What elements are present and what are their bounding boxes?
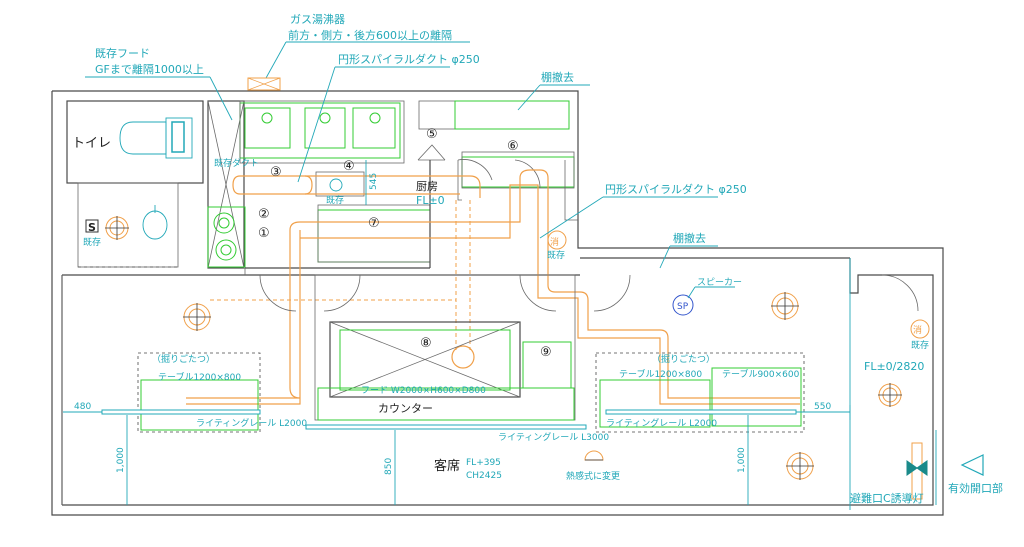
counter-label: カウンター [378,402,433,415]
table-right-1: テーブル1200×800 [619,368,702,380]
kitchen-fl: FL±0 [416,194,445,207]
kitchen-label: 厨房 [416,180,438,193]
lighting-rail-left [101,409,261,415]
marker-2: ② [258,207,270,222]
lighting-rail-right [605,409,797,415]
table-right-2: テーブル900×600 [722,368,800,380]
marker-8: ⑧ [420,336,432,351]
wash-basin [142,210,168,240]
downlight-toilet [105,216,129,240]
existing-label-ext1: 既存 [547,249,565,261]
lighting-rail-center [305,424,587,430]
sp-label: SP [677,302,689,312]
numbered-markers: ① ② ③ ④ ⑤ ⑥ ⑦ ⑧ ⑨ [258,127,552,360]
existing-hood-note-1: 既存フード [95,46,150,60]
downlight [771,292,799,320]
dim-1000-left: 1,000 [116,447,126,473]
customer-ch: CH2425 [466,471,502,481]
extinguisher-label-2: 消 [913,324,922,336]
marker-4: ④ [343,159,355,174]
hood-size: フード W2000×H600×D800 [361,386,486,396]
rail-center-label: ライティングレール L3000 [498,431,609,443]
extinguisher-icon [910,319,930,339]
customer-area [101,274,919,433]
rail-left-label: ライティングレール L2000 [196,417,307,429]
downlight [786,452,814,480]
duct-note-1: 円形スパイラルダクト φ250 [338,52,480,66]
heat-detector-icon [584,450,604,461]
table-left: テーブル1200×800 [158,371,241,383]
existing-hood-note-2: GFまで離隔1000以上 [95,62,204,76]
existing-label-toilet: 既存 [83,236,101,248]
toilet-room: トイレ S 既存 [66,100,204,268]
exhaust-ducts [186,169,800,405]
dim-550: 550 [814,402,831,412]
toilet-fixture [119,121,167,155]
gas-heater-note-1: ガス湯沸器 [290,13,345,26]
extinguisher-label-1: 消 [550,236,559,248]
marker-7: ⑦ [368,216,380,231]
downlight [878,383,902,407]
fl-right: FL±0/2820 [864,360,924,373]
speaker-icon [672,294,694,316]
annotation-texts: 既存フード GFまで離隔1000以上 ガス湯沸器 前方・側方・後方600以上の離… [74,13,1003,505]
marker-9: ⑨ [540,345,552,360]
kotatsu-left: （掘りごたつ） [152,353,215,365]
downlights [183,230,984,500]
shelf-remove-note-2: 棚撤去 [673,231,706,245]
downlight [183,303,211,331]
rail-right-label: ライティングレール L2000 [606,417,717,429]
dim-1000-right: 1,000 [737,447,747,473]
opening-label: 有効開口部 [948,481,1003,495]
existing-label-4: 既存 [326,194,344,206]
toilet-label: トイレ [72,136,111,151]
duct-note-2: 円形スパイラルダクト φ250 [605,182,747,196]
customer-label: 客席 [434,458,460,474]
evacuation-light-icon [906,442,928,500]
extinguisher-icon [547,230,567,250]
customer-fl: FL+395 [466,458,501,468]
marker-1: ① [258,226,270,241]
gas-heater-note-2: 前方・側方・後方600以上の離隔 [288,28,452,42]
marker-6: ⑥ [507,139,519,154]
heat-detector-label: 熱感式に変更 [566,470,620,482]
outer-walls [51,90,944,516]
shelf-remove-note-1: 棚撤去 [541,70,574,84]
marker-3: ③ [270,165,282,180]
leader-lines [63,41,937,510]
kotatsu-right: （掘りごたつ） [652,353,715,365]
dim-850: 850 [384,458,394,475]
existing-label-ext2: 既存 [911,339,929,351]
opening-arrow-icon [960,454,984,476]
existing-duct-label: 既存ダクト [214,157,259,169]
s-marker: S [88,221,96,234]
dim-545: 545 [369,173,379,190]
marker-5: ⑤ [426,127,438,142]
speaker-label: スピーカー [697,277,742,288]
kitchen-equipment [207,100,578,275]
dim-480: 480 [74,402,91,412]
evac-light-label: 避難口C誘導灯 [850,491,924,505]
